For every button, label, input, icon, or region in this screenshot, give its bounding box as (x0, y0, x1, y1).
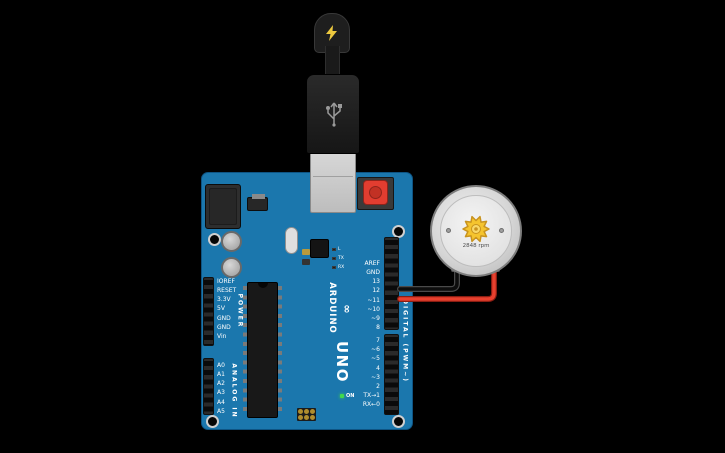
led-l-row: L (332, 247, 341, 252)
pin-label-a5: A5 (217, 407, 225, 415)
analog-header[interactable] (203, 358, 214, 415)
chip-pins-right (278, 286, 282, 416)
analog-section-label: ANALOG IN (230, 363, 238, 419)
pin-label-5: ~5 (371, 355, 380, 363)
led-rx-row: RX (332, 265, 344, 270)
chip-pins-left (243, 286, 247, 416)
pin-label-gnd: GND (366, 269, 380, 277)
motor-gear-icon (462, 215, 490, 243)
mounting-hole (206, 415, 219, 428)
digital-header-upper[interactable] (384, 237, 399, 330)
regulator-tab (252, 194, 265, 199)
pin-label-9: ~9 (371, 314, 380, 322)
power-jack-opening (209, 188, 237, 225)
motor-screw (499, 228, 504, 233)
lightning-bolt-icon (326, 25, 337, 41)
analog-pin-labels: A0 A1 A2 A3 A4 A5 (217, 361, 225, 416)
icsp-pin (310, 415, 315, 420)
pin-label-a1: A1 (217, 371, 225, 379)
power-on-led-row: ON (340, 393, 354, 399)
pin-label-5v: 5V (217, 305, 225, 313)
pin-label-aref: AREF (364, 260, 380, 267)
motor-screw (446, 228, 451, 233)
led-tx-row: TX (332, 256, 344, 261)
icsp-pin (298, 409, 303, 414)
power-jack (205, 184, 241, 229)
on-led-label: ON (346, 393, 355, 399)
voltage-regulator (247, 194, 268, 211)
on-led (340, 394, 344, 398)
rx-led (332, 266, 336, 269)
pin-label-6: ~6 (371, 346, 380, 354)
usb-cable[interactable] (325, 46, 340, 78)
pin-label-2: 2 (376, 382, 380, 390)
pin-label-gnd2: GND (217, 323, 231, 331)
pin-label-vin: Vin (217, 332, 227, 340)
reset-button-cap (369, 186, 382, 199)
icsp-pin (298, 415, 303, 420)
usb-connector[interactable] (306, 74, 360, 154)
power-section-label: POWER (236, 293, 244, 329)
pin-label-8: 8 (376, 323, 380, 331)
pin-label-4: 4 (376, 364, 380, 372)
usb-interface-chip (310, 239, 329, 258)
pin-label-11: ~11 (367, 296, 380, 304)
power-pin-labels: IOREF RESET 3.3V 5V GND GND Vin (217, 277, 236, 341)
pin-label-12: 12 (372, 287, 380, 295)
motor-rpm-readout: 2848 rpm (462, 243, 490, 249)
pin-label-ioref: IOREF (217, 278, 235, 285)
pin-label-gnd1: GND (217, 314, 231, 322)
mounting-hole (208, 233, 221, 246)
rx-led-label: RX (338, 265, 345, 270)
model-text: UNO (333, 341, 351, 383)
pin-label-tx1: TX→1 (363, 391, 380, 399)
pin-label-7: 7 (376, 337, 380, 345)
pin-label-3v3: 3.3V (217, 296, 231, 304)
arduino-infinity-logo-icon: ∞ (340, 304, 354, 314)
atmega-chip (243, 282, 282, 418)
pin-label-10: ~10 (367, 305, 380, 313)
reset-button[interactable] (363, 180, 388, 205)
usb-port-seam (313, 176, 353, 177)
mounting-hole (392, 415, 405, 428)
digital-pin-labels: AREF GND 13 12 ~11 ~10 ~9 8 7 ~6 ~5 4 ~3… (363, 259, 380, 409)
l-led (332, 248, 336, 251)
usb-trident-icon (326, 102, 342, 127)
tx-led-label: TX (338, 256, 344, 261)
pin-label-a2: A2 (217, 380, 225, 388)
tx-led (332, 257, 336, 260)
smd-component (302, 249, 310, 255)
pin-label-3: ~3 (371, 373, 380, 381)
pin-label-a4: A4 (217, 398, 225, 406)
digital-header-lower[interactable] (384, 334, 399, 415)
pin-label-a3: A3 (217, 389, 225, 397)
capacitor (221, 257, 242, 278)
pin-label-rx0: RX←0 (362, 401, 380, 409)
l-led-label: L (338, 247, 341, 252)
power-header[interactable] (203, 277, 214, 346)
smd-component (302, 259, 310, 265)
pin-label-a0: A0 (217, 362, 225, 369)
icsp-pin (304, 409, 309, 414)
chip-notch (257, 283, 268, 288)
crystal-oscillator (285, 227, 298, 254)
icsp-pin (310, 409, 315, 414)
usb-port[interactable] (310, 149, 356, 213)
capacitor (221, 231, 242, 252)
pin-label-13: 13 (372, 278, 380, 286)
pin-label-reset: RESET (217, 287, 237, 295)
icsp-header[interactable] (297, 408, 316, 421)
digital-section-label: DIGITAL (PWM~) (401, 298, 409, 384)
arduino-uno-board[interactable]: L TX RX ON ARDUINO ∞ UNO DIGITAL (PWM~) … (201, 149, 413, 430)
icsp-pin (304, 415, 309, 420)
brand-text: ARDUINO (327, 282, 337, 334)
